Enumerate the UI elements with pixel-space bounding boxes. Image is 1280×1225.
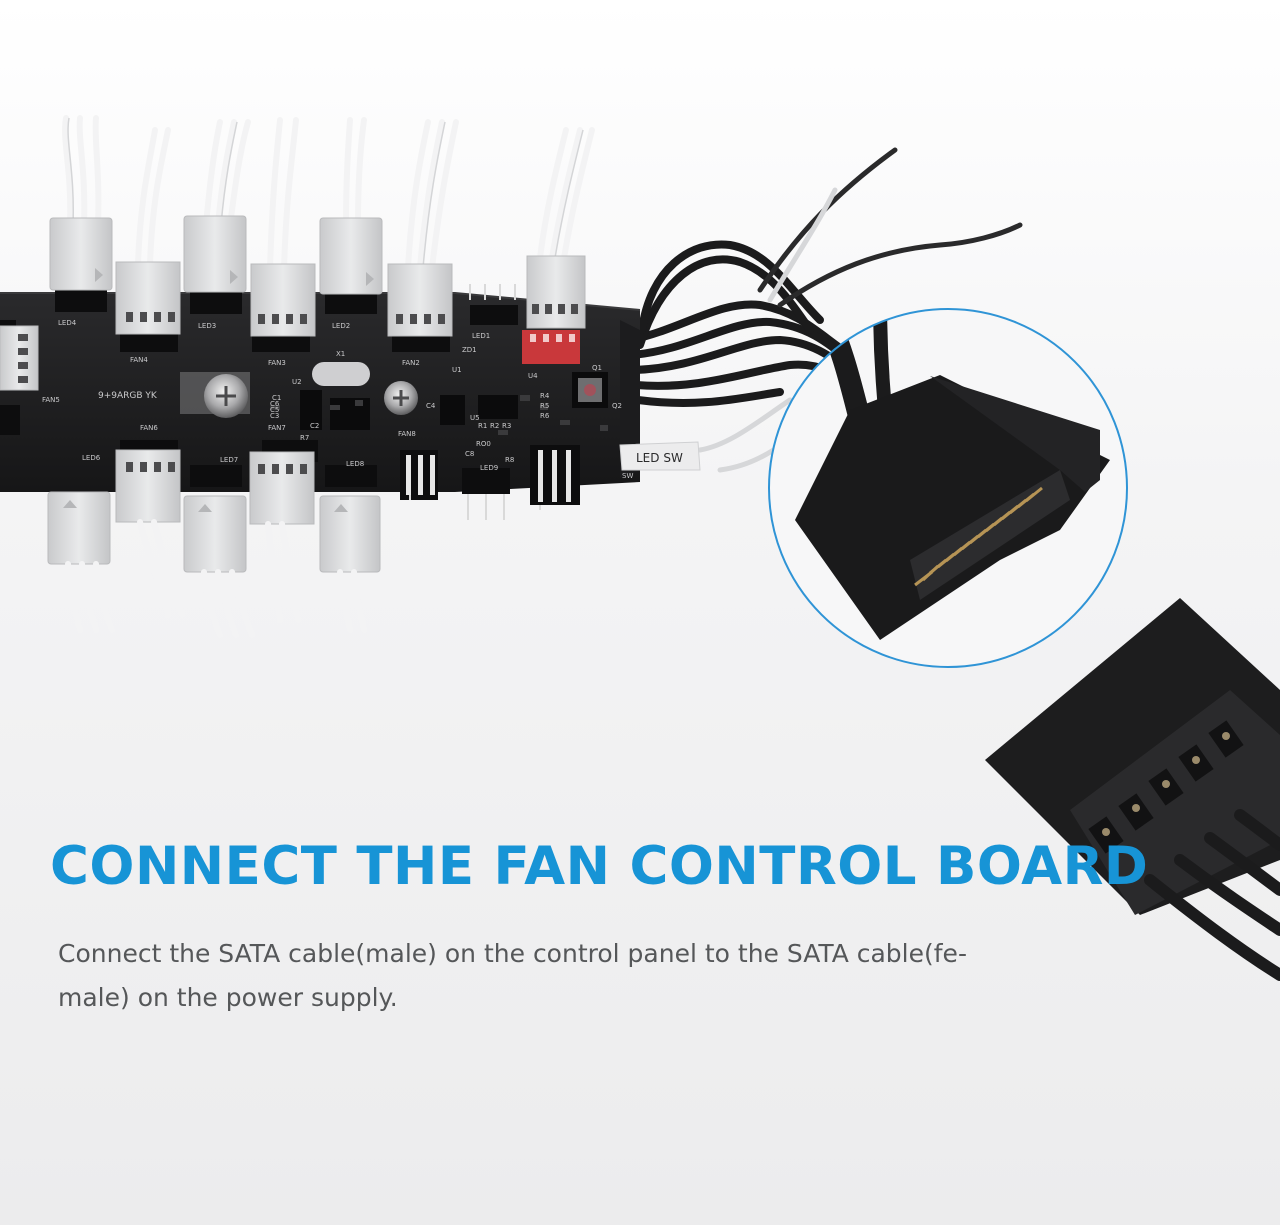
page-title: CONNECT THE FAN CONTROL BOARD [50, 836, 1149, 897]
silk-zd1: ZD1 [462, 346, 477, 354]
silk-ro0: RO0 [476, 440, 491, 448]
silk-fan5: FAN5 [42, 396, 60, 404]
white-cables-top [62, 115, 595, 273]
silk-r8: R8 [505, 456, 514, 464]
connector-arrows-bottom [63, 500, 348, 512]
silk-fan7: FAN7 [268, 424, 286, 432]
silk-fan3: FAN3 [268, 359, 286, 367]
silk-c1: C1 [272, 394, 281, 402]
silk-led4: LED4 [58, 319, 77, 327]
silk-c3: C3 [270, 412, 279, 420]
silk-fan6: FAN6 [140, 424, 158, 432]
led-sw-label: LED SW [636, 451, 683, 465]
silk-fan8: FAN8 [398, 430, 416, 438]
silk-x1: X1 [336, 350, 345, 358]
silk-led8: LED8 [346, 460, 364, 468]
silk-r5: R5 [540, 402, 549, 410]
led-sw-tag: LED SW [619, 441, 701, 471]
silk-q1: Q1 [592, 364, 602, 372]
silk-u2: U2 [292, 378, 302, 386]
silk-led2: LED2 [332, 322, 350, 330]
sata-male-zoom [768, 308, 1128, 668]
silk-c6: C6 [270, 400, 280, 408]
description-line-2: male) on the power supply. [58, 983, 398, 1012]
silk-c2: C2 [310, 422, 319, 430]
silk-led3: LED3 [198, 322, 216, 330]
silk-r6: R6 [540, 412, 550, 420]
silk-led6: LED6 [82, 454, 101, 462]
silk-r1: R1 [478, 422, 487, 430]
silk-c8: C8 [465, 450, 474, 458]
silk-u5: U5 [470, 414, 480, 422]
description-line-1: Connect the SATA cable(male) on the cont… [58, 939, 967, 968]
silk-r7: R7 [300, 434, 309, 442]
connector-pins-top [18, 304, 578, 383]
silk-u1: U1 [452, 366, 462, 374]
connector-pins-bottom [126, 462, 307, 474]
silk-led7: LED7 [220, 456, 238, 464]
silk-fan2: FAN2 [402, 359, 420, 367]
fan-control-board: LED4 FAN4 LED3 FAN3 LED2 FAN2 LED1 ZD1 X… [0, 284, 641, 520]
silk-led9: LED9 [480, 464, 498, 472]
silk-led1: LED1 [472, 332, 490, 340]
white-cables-top-shade [67, 117, 584, 269]
silk-c5: C5 [270, 406, 279, 414]
connector-arrows-top [95, 268, 374, 286]
thin-black-cables [757, 147, 1023, 308]
red-header [522, 330, 580, 364]
sata-female-connector [985, 598, 1280, 981]
silk-q2: Q2 [612, 402, 622, 410]
description-text: Connect the SATA cable(male) on the cont… [58, 932, 1038, 1020]
board-screws [204, 374, 418, 418]
silk-c4: C4 [426, 402, 436, 410]
silk-u4: U4 [528, 372, 538, 380]
silk-model: 9+9ARGB YK [98, 391, 158, 401]
silk-r3: R3 [502, 422, 511, 430]
silk-sw: SW [622, 472, 633, 480]
silk-fan4: FAN4 [130, 356, 148, 364]
silk-r2: R2 [490, 422, 499, 430]
white-cables-bottom [65, 519, 367, 638]
silk-r4: R4 [540, 392, 550, 400]
